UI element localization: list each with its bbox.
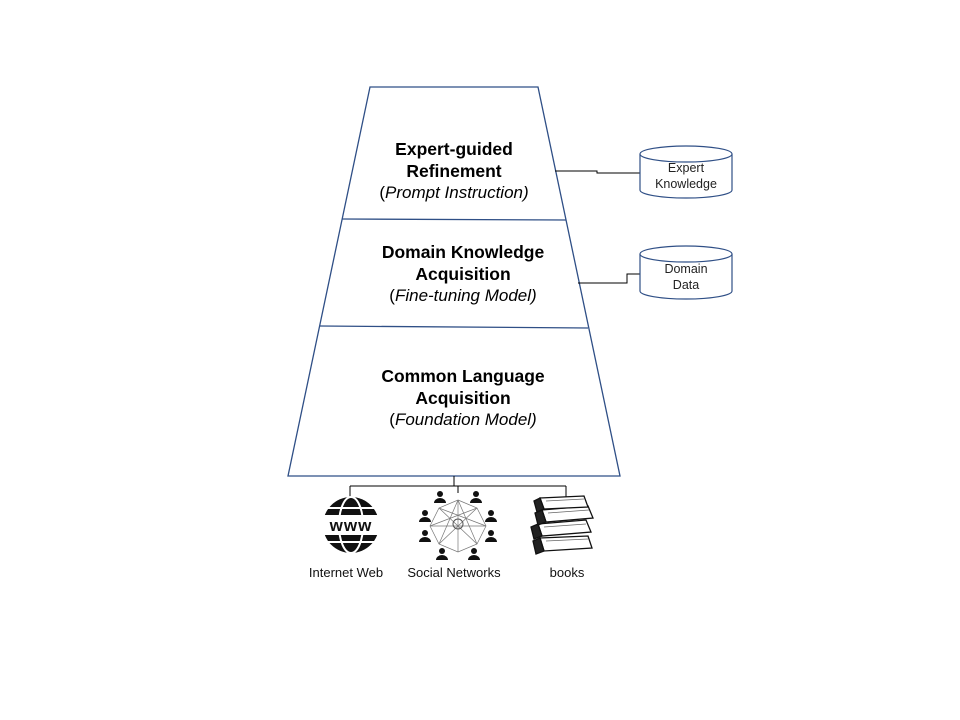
- database-label-line1: Domain: [664, 262, 708, 276]
- pyramid-outline: [287, 86, 621, 477]
- tier-subtitle: (Fine-tuning Model): [343, 285, 583, 307]
- database-cylinder-domain: [639, 245, 733, 300]
- tier-divider-bottom: [319, 325, 589, 329]
- source-label-books: books: [549, 565, 585, 580]
- tier-subtitle-italic: Fine-tuning Model): [394, 286, 537, 305]
- tier-common-language: Common Language Acquisition (Foundation …: [343, 365, 583, 431]
- source-connector-tree: [349, 476, 567, 497]
- database-label-line1: Expert: [667, 161, 705, 175]
- database-label-line2: Data: [672, 278, 700, 292]
- source-label-social-networks: Social Networks: [407, 565, 501, 580]
- tier-title-line2: Refinement: [406, 161, 502, 181]
- tier-title-line1: Domain Knowledge: [381, 242, 545, 262]
- tier-divider-top: [341, 218, 567, 221]
- database-cylinder-expert: [639, 145, 733, 199]
- database-expert-knowledge: Expert Knowledge: [640, 160, 732, 192]
- tier-domain-knowledge: Domain Knowledge Acquisition (Fine-tunin…: [343, 241, 583, 307]
- social-network-icon: [419, 491, 497, 560]
- globe-www-icon: www: [321, 496, 381, 554]
- books-icon: [530, 495, 594, 555]
- tier-title-line1: Expert-guided: [395, 139, 513, 159]
- tier-subtitle-italic: Foundation Model): [394, 410, 537, 429]
- paren-open: (: [389, 410, 395, 429]
- connector-domain-data: [578, 273, 641, 284]
- source-label-internet-web: Internet Web: [308, 565, 384, 580]
- tier-subtitle: (Foundation Model): [343, 409, 583, 431]
- database-domain-data: Domain Data: [640, 261, 732, 293]
- tier-title-line2: Acquisition: [415, 264, 511, 284]
- database-label-line2: Knowledge: [655, 177, 717, 191]
- tier-expert-refinement: Expert-guided Refinement (Prompt Instruc…: [354, 138, 554, 204]
- tier-subtitle: (Prompt Instruction): [354, 182, 554, 204]
- tier-title-line1: Common Language: [381, 366, 545, 386]
- tier-title-line2: Acquisition: [415, 388, 511, 408]
- svg-text:www: www: [329, 516, 373, 535]
- paren-open: (: [379, 183, 386, 202]
- paren-open: (: [389, 286, 395, 305]
- tier-subtitle-italic: Prompt Instruction): [385, 183, 529, 202]
- connector-expert-knowledge: [555, 170, 641, 174]
